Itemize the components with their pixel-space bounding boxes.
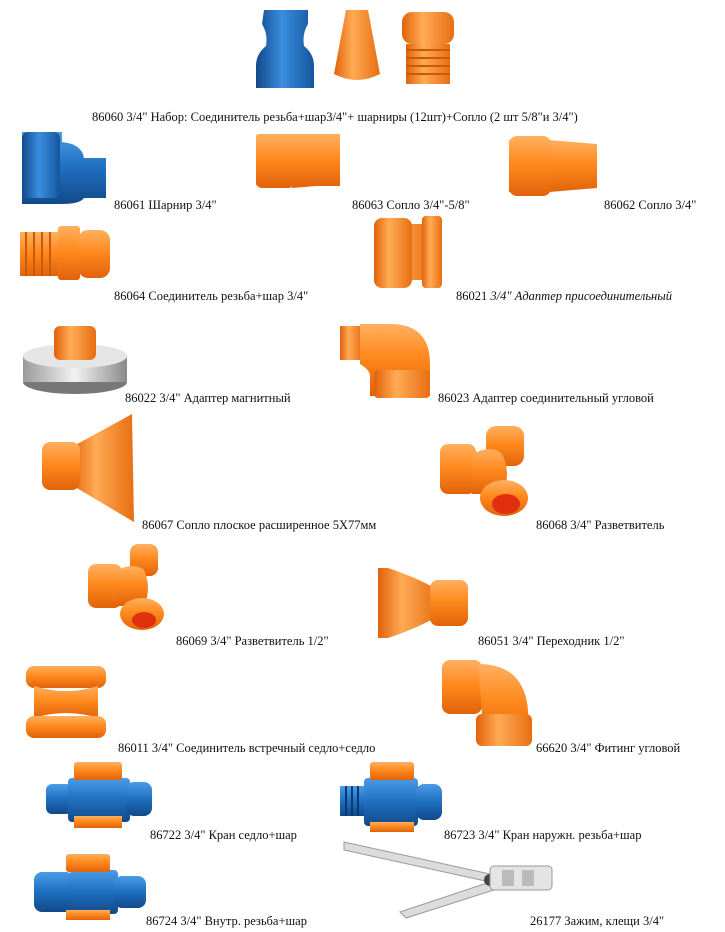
caption-66620: 66620 3/4" Фитинг угловой bbox=[536, 741, 680, 755]
product-desc: Шарнир 3/4" bbox=[148, 198, 217, 212]
caption-86063: 86063 Сопло 3/4"-5/8" bbox=[352, 198, 470, 212]
product-image-86724 bbox=[34, 854, 146, 920]
product-desc: 3/4" Разветвитель bbox=[570, 518, 665, 532]
product-desc: 3/4" Кран седло+шар bbox=[184, 828, 297, 842]
product-desc: Зажим, клещи 3/4" bbox=[564, 914, 665, 928]
product-code: 86021 bbox=[456, 289, 488, 303]
product-image-86067 bbox=[42, 414, 134, 522]
product-code: 86069 bbox=[176, 634, 208, 648]
caption-86724: 86724 3/4" Внутр. резьба+шар bbox=[146, 914, 307, 928]
product-image-86021 bbox=[374, 216, 442, 288]
caption-86064: 86064 Соединитель резьба+шар 3/4" bbox=[114, 289, 308, 303]
product-code: 86724 bbox=[146, 914, 178, 928]
caption-86022: 86022 3/4" Адаптер магнитный bbox=[125, 391, 291, 405]
product-image-86011 bbox=[26, 666, 106, 738]
product-desc: 3/4" Внутр. резьба+шар bbox=[180, 914, 307, 928]
product-image-86069 bbox=[88, 544, 164, 630]
caption-86069: 86069 3/4" Разветвитель 1/2" bbox=[176, 634, 329, 648]
product-image-26177 bbox=[343, 841, 553, 919]
caption-86067: 86067 Сопло плоское расширенное 5Х77мм bbox=[142, 518, 376, 532]
product-desc: Сопло 3/4" bbox=[638, 198, 697, 212]
product-code: 86060 bbox=[92, 110, 124, 124]
caption-26177: 26177 Зажим, клещи 3/4" bbox=[530, 914, 664, 928]
product-desc: 3/4" Адаптер присоединительный bbox=[490, 289, 672, 303]
product-code: 86067 bbox=[142, 518, 174, 532]
product-image-86051 bbox=[378, 568, 468, 638]
product-image-86022 bbox=[23, 326, 127, 394]
product-code: 86011 bbox=[118, 741, 149, 755]
product-image-86023 bbox=[340, 324, 430, 398]
product-image-86068 bbox=[440, 426, 528, 516]
caption-86011: 86011 3/4" Соединитель встречный седло+с… bbox=[118, 741, 375, 755]
product-code: 66620 bbox=[536, 741, 568, 755]
caption-86051: 86051 3/4" Переходник 1/2" bbox=[478, 634, 624, 648]
product-code: 86064 bbox=[114, 289, 146, 303]
caption-86021: 86021 3/4" Адаптер присоединительный bbox=[456, 289, 672, 303]
product-code: 86022 bbox=[125, 391, 157, 405]
product-image-86062 bbox=[509, 136, 597, 196]
product-code: 26177 bbox=[530, 914, 562, 928]
product-code: 86051 bbox=[478, 634, 510, 648]
product-desc: Соединитель резьба+шар 3/4" bbox=[148, 289, 309, 303]
product-image-66620 bbox=[442, 660, 532, 746]
product-desc: Сопло плоское расширенное 5Х77мм bbox=[176, 518, 377, 532]
product-desc: 3/4" Набор: Соединитель резьба+шар3/4"+ … bbox=[126, 110, 578, 124]
product-image-86063 bbox=[256, 134, 340, 188]
product-code: 86068 bbox=[536, 518, 568, 532]
product-desc: 3/4" Фитинг угловой bbox=[570, 741, 681, 755]
caption-86723: 86723 3/4" Кран наружн. резьба+шар bbox=[444, 828, 641, 842]
product-code: 86062 bbox=[604, 198, 636, 212]
product-code: 86023 bbox=[438, 391, 470, 405]
product-code: 86723 bbox=[444, 828, 476, 842]
caption-86722: 86722 3/4" Кран седло+шар bbox=[150, 828, 297, 842]
caption-86068: 86068 3/4" Разветвитель bbox=[536, 518, 664, 532]
product-image-86060 bbox=[256, 10, 454, 88]
product-code: 86722 bbox=[150, 828, 182, 842]
product-code: 86063 bbox=[352, 198, 384, 212]
caption-86060: 86060 3/4" Набор: Соединитель резьба+шар… bbox=[92, 110, 578, 124]
product-desc: 3/4" Кран наружн. резьба+шар bbox=[478, 828, 642, 842]
product-desc: Сопло 3/4"-5/8" bbox=[386, 198, 470, 212]
product-image-86722 bbox=[46, 762, 152, 828]
caption-86061: 86061 Шарнир 3/4" bbox=[114, 198, 217, 212]
product-desc: 3/4" Адаптер магнитный bbox=[159, 391, 291, 405]
product-image-86723 bbox=[340, 762, 442, 832]
product-desc: 3/4" Переходник 1/2" bbox=[512, 634, 625, 648]
product-desc: Адаптер соединительный угловой bbox=[472, 391, 654, 405]
product-code: 86061 bbox=[114, 198, 146, 212]
product-image-86061 bbox=[22, 132, 106, 204]
caption-86062: 86062 Сопло 3/4" bbox=[604, 198, 696, 212]
product-image-86064 bbox=[20, 226, 110, 280]
caption-86023: 86023 Адаптер соединительный угловой bbox=[438, 391, 654, 405]
product-desc: 3/4" Разветвитель 1/2" bbox=[210, 634, 329, 648]
product-desc: 3/4" Соединитель встречный седло+седло bbox=[151, 741, 376, 755]
